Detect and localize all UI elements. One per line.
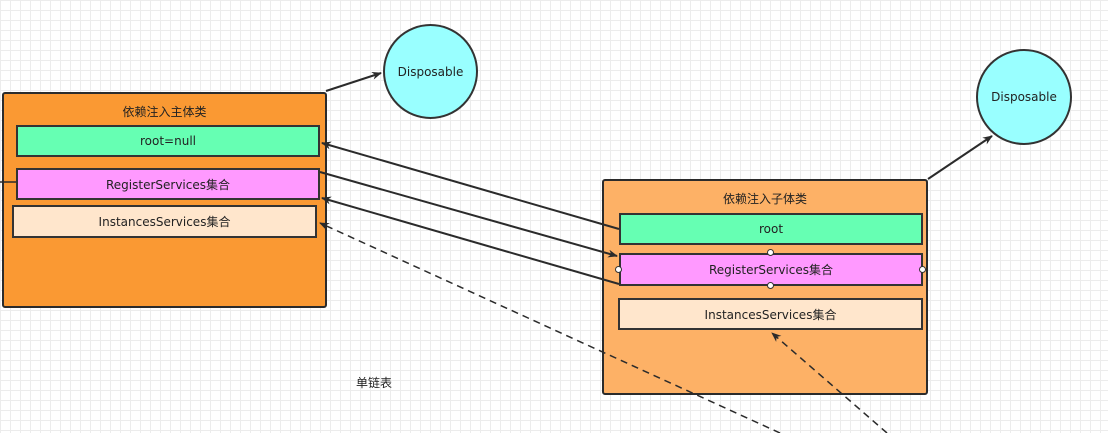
selection-handle-top[interactable] [767,249,774,256]
main-container-title: 依赖注入主体类 [122,105,207,119]
arrow-child-to-disposable [927,135,993,180]
linked-list-label: 单链表 [356,376,393,390]
selection-handle-left[interactable] [615,266,622,273]
arrow-main-register-to-child-register [319,171,618,258]
arrow-main-to-disposable [325,71,382,92]
main-root-box[interactable]: root=null [16,125,320,157]
dashed-arrow-to-main-instances [319,222,781,433]
selection-handle-right[interactable] [919,266,926,273]
arrow-child-register-to-main-register [321,196,620,285]
main-instances-box[interactable]: InstancesServices集合 [12,205,317,238]
child-container-title: 依赖注入子体类 [722,192,807,206]
child-root-box[interactable]: root [619,213,923,245]
arrow-child-root-to-main-root [321,141,620,230]
disposable-circle-left[interactable]: Disposable [383,24,478,119]
child-instances-box[interactable]: InstancesServices集合 [618,298,923,330]
selection-handle-bottom[interactable] [767,282,774,289]
dashed-arrow-to-child-instances [771,332,888,433]
disposable-circle-right[interactable]: Disposable [976,49,1072,145]
main-register-box[interactable]: RegisterServices集合 [16,168,320,200]
